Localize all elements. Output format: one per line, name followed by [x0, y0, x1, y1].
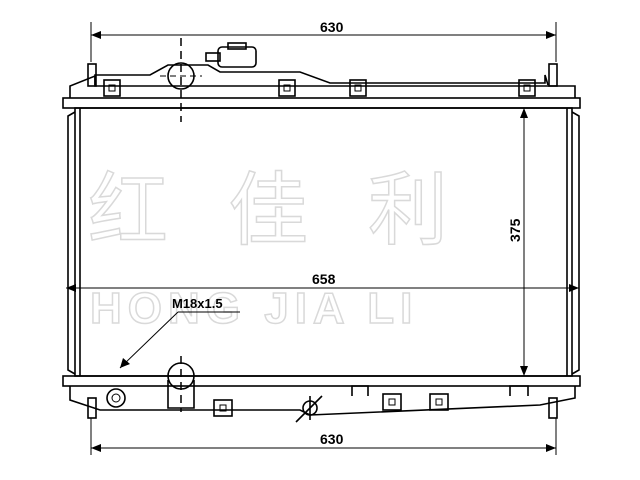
core-width-label: 658: [312, 271, 336, 287]
bottom-width-label: 630: [320, 431, 344, 447]
core-width-dimension: 658: [66, 271, 579, 292]
thread-callout: M18x1.5: [119, 296, 240, 369]
thread-label: M18x1.5: [172, 296, 223, 311]
bottom-tank: [62, 356, 581, 423]
top-dimension: 630: [90, 19, 557, 62]
height-dimension: 375: [507, 108, 528, 376]
watermark-english: HONG JIA LI: [90, 284, 418, 333]
watermark-chinese: 红佳利: [88, 164, 508, 257]
core-height-label: 375: [507, 218, 523, 242]
top-width-label: 630: [320, 19, 344, 35]
top-tank: [62, 38, 581, 122]
bottom-dimension: 630: [90, 418, 557, 455]
